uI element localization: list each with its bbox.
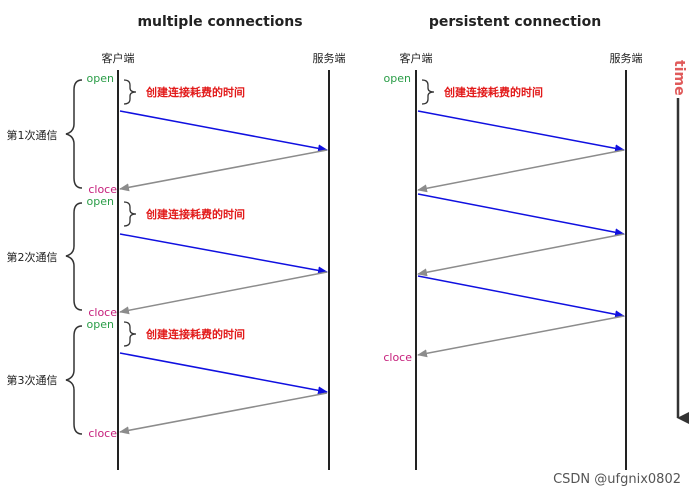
round-label-3: 第3次通信 [7,373,58,387]
round-label-2: 第2次通信 [7,250,58,264]
response-arrow [417,233,625,277]
cost-label: 创建连接耗费的时间 [145,207,245,221]
left-server-label: 服务端 [313,52,346,65]
cost-brace [123,79,137,105]
response-arrow [417,315,625,358]
right-client-label: 客户端 [400,51,433,65]
cost-label: 创建连接耗费的时间 [145,85,245,99]
request-arrow [119,233,328,275]
cost-brace [421,79,435,105]
round-brace [65,202,83,311]
request-arrow [119,110,328,153]
round-brace [65,79,83,189]
left-client-label: 客户端 [102,51,135,65]
response-arrow [119,271,328,315]
cost-label: 创建连接耗费的时间 [443,85,543,99]
cost-brace [123,321,137,347]
round-brace [65,325,83,435]
close-label: cloce [88,427,117,440]
right-server-label: 服务端 [610,52,643,65]
open-label: open [87,195,114,208]
time-label: time [671,60,687,96]
response-arrow [119,392,328,435]
request-arrow [417,193,625,237]
open-label: open [384,72,411,85]
close-label: cloce [88,183,117,196]
open-label: open [87,318,114,331]
request-arrow [119,352,328,395]
cost-brace [123,201,137,227]
close-label: cloce [383,351,412,364]
response-arrow [417,149,625,193]
request-arrow [417,275,625,319]
right-title: persistent connection [429,14,601,30]
close-label: cloce [88,306,117,319]
open-label: open [87,72,114,85]
request-arrow [417,110,625,153]
left-title: multiple connections [137,14,302,30]
response-arrow [119,149,328,192]
round-label-1: 第1次通信 [7,128,58,142]
cost-label: 创建连接耗费的时间 [145,327,245,341]
watermark: CSDN @ufgnix0802 [553,472,681,487]
